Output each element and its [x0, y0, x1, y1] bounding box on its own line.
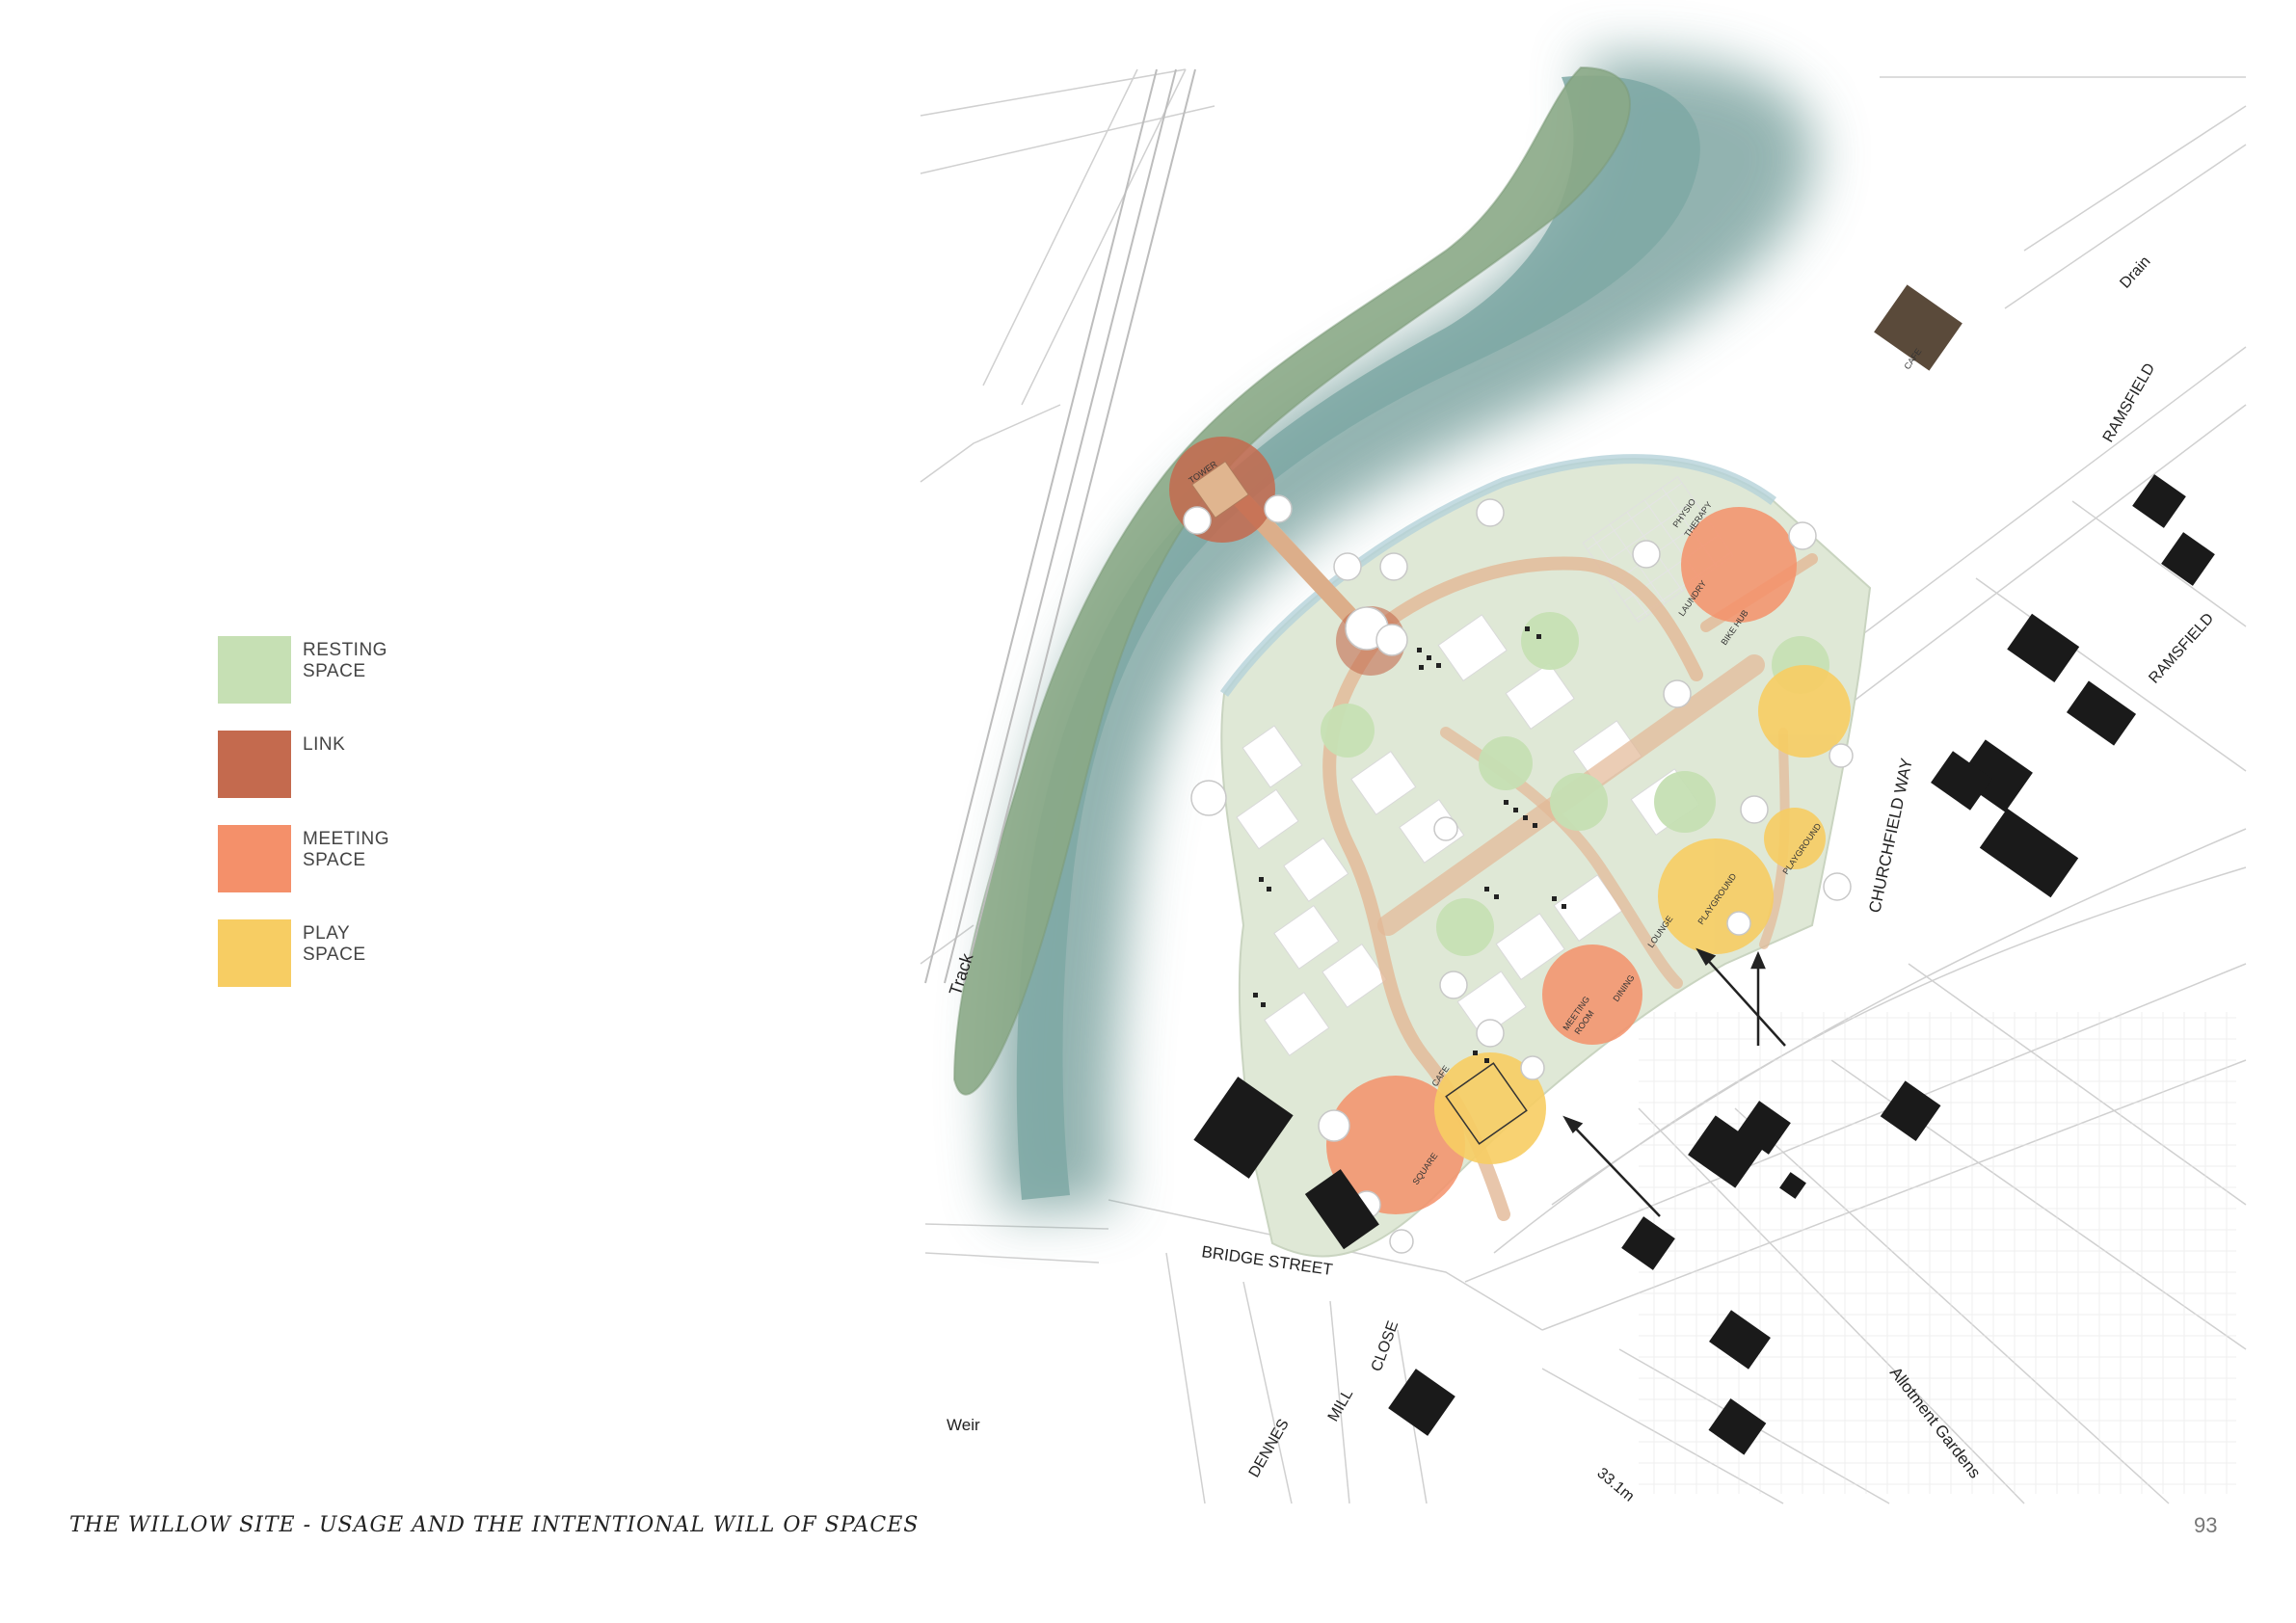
legend-label-resting: RESTING SPACE	[303, 640, 387, 681]
legend-label-meeting: MEETING SPACE	[303, 829, 390, 870]
site-buildings	[1236, 614, 1700, 1056]
neighbour-buildings	[1193, 474, 2215, 1455]
legend-label-link: LINK	[303, 734, 346, 755]
river	[992, 56, 1815, 1214]
page-caption: THE WILLOW SITE - USAGE AND THE INTENTIO…	[69, 1513, 920, 1537]
meeting-spaces	[1326, 507, 1797, 1214]
legend-label-play: PLAY SPACE	[303, 923, 366, 965]
cafe-building-top	[1874, 284, 1962, 371]
site-water-edge	[1219, 454, 1776, 697]
label-weir: Weir	[947, 1416, 980, 1434]
green-bank-texture	[952, 66, 1631, 1096]
green-bank	[954, 67, 1630, 1095]
seating	[1253, 626, 1566, 1063]
railway-track	[924, 68, 1196, 984]
tower-building	[1191, 461, 1249, 519]
square-pavilion	[1445, 1062, 1528, 1145]
resting-spaces	[1321, 612, 1829, 956]
page-number: 93	[2194, 1513, 2218, 1537]
trees	[1183, 494, 1854, 1254]
legend-swatch-meeting	[218, 825, 291, 892]
legend-swatch-play	[218, 919, 291, 987]
entrance-arrows	[1562, 947, 1786, 1217]
legend-swatch-link	[218, 731, 291, 798]
legend-swatch-resting	[218, 636, 291, 704]
